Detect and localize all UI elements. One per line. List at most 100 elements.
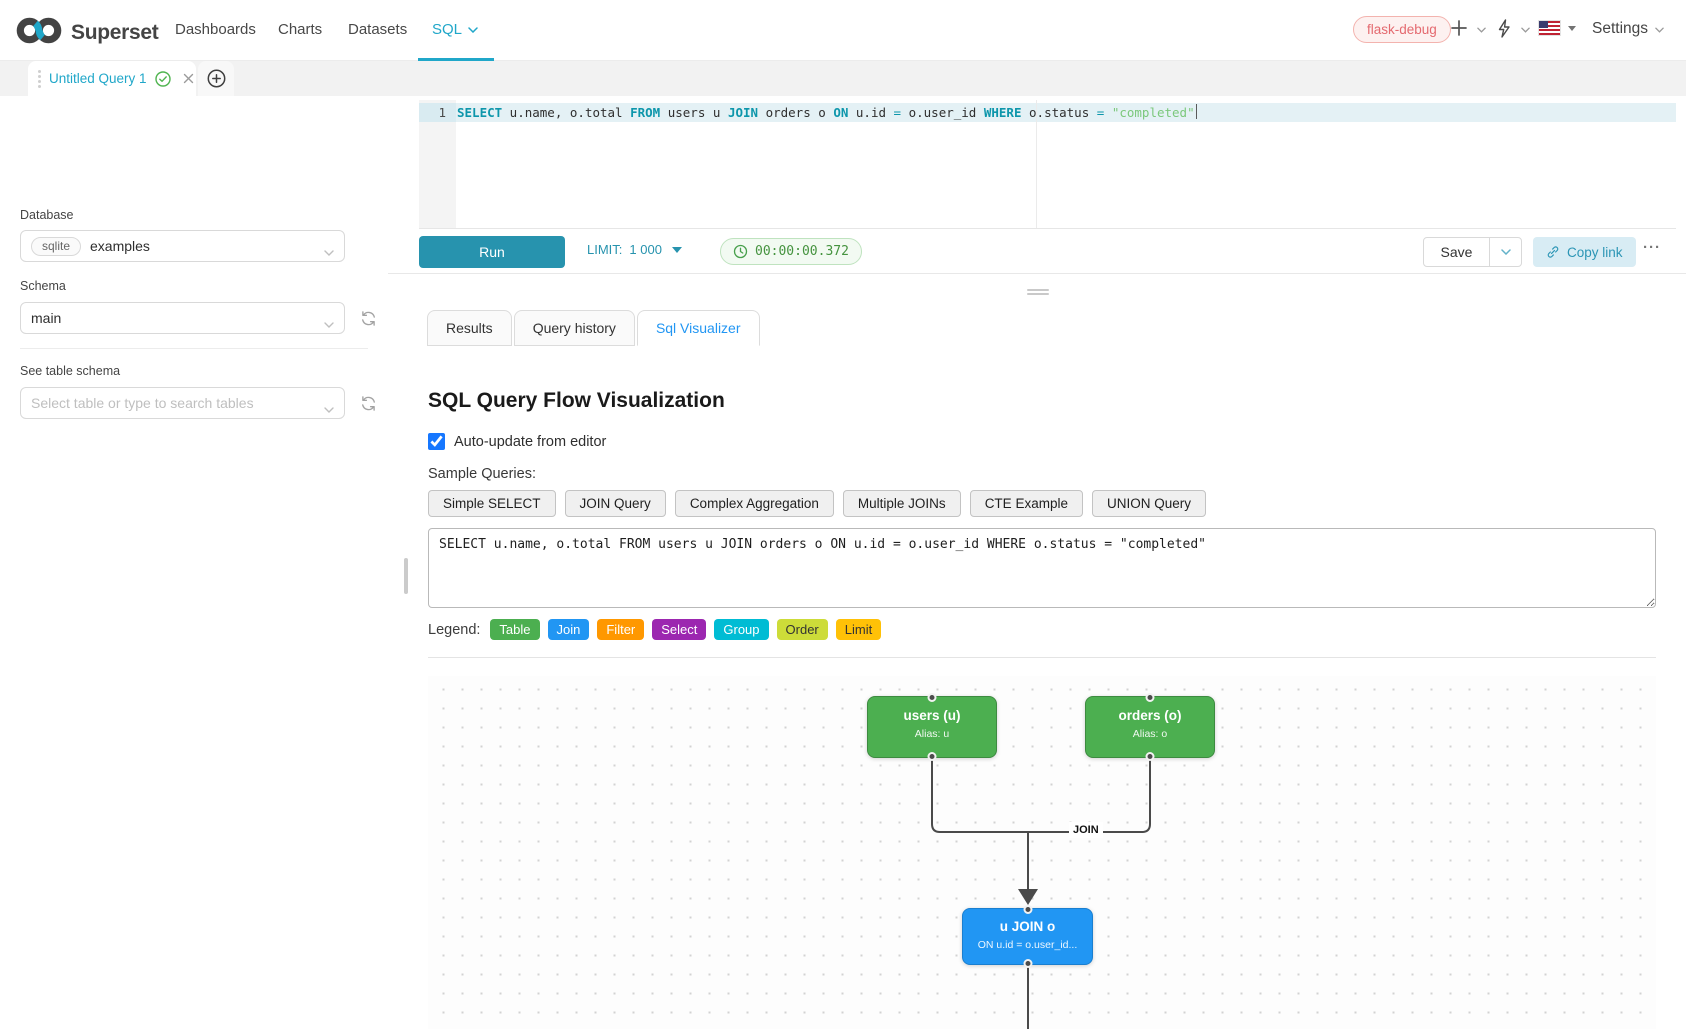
legend-chip-join: Join — [548, 619, 590, 640]
nav-item-sql[interactable]: SQL — [432, 21, 478, 38]
sample-query-button[interactable]: CTE Example — [970, 490, 1083, 517]
limit-label: LIMIT: — [587, 242, 622, 257]
database-label: Database — [20, 208, 74, 222]
tab-results[interactable]: Results — [427, 310, 512, 346]
database-select[interactable]: sqlite examples — [20, 230, 345, 262]
sample-query-button[interactable]: Multiple JOINs — [843, 490, 961, 517]
sample-query-button[interactable]: UNION Query — [1092, 490, 1206, 517]
superset-brand[interactable]: Superset — [16, 16, 158, 50]
legend-label: Legend: — [428, 622, 480, 638]
schema-value: main — [31, 310, 61, 326]
refresh-tables-icon[interactable] — [360, 395, 377, 412]
sample-query-button[interactable]: Complex Aggregation — [675, 490, 834, 517]
node-handle[interactable] — [1146, 693, 1155, 702]
legend-chip-table: Table — [490, 619, 539, 640]
flow-node-orders[interactable]: orders (o) Alias: o — [1085, 696, 1215, 758]
table-select[interactable]: Select table or type to search tables — [20, 387, 345, 419]
brand-title: Superset — [71, 21, 158, 45]
sample-query-button[interactable]: JOIN Query — [565, 490, 666, 517]
result-tabs: Results Query history Sql Visualizer — [427, 310, 760, 346]
sidebar-resize-handle[interactable] — [404, 558, 408, 594]
lightning-icon[interactable] — [1496, 18, 1512, 39]
database-engine-badge: sqlite — [31, 237, 81, 256]
settings-menu[interactable]: Settings — [1592, 20, 1648, 38]
chevron-down-icon — [324, 243, 334, 259]
sidebar-divider — [20, 348, 368, 349]
query-tab-bar: Untitled Query 1 — [0, 61, 1686, 96]
sample-query-button[interactable]: Simple SELECT — [428, 490, 556, 517]
node-title: u JOIN o — [963, 919, 1092, 934]
refresh-schema-icon[interactable] — [360, 310, 377, 327]
node-handle[interactable] — [1146, 752, 1155, 761]
editor-gutter: 1 — [419, 100, 456, 228]
chevron-down-icon — [324, 400, 334, 416]
table-schema-label: See table schema — [20, 364, 120, 378]
chevron-down-icon — [324, 315, 334, 331]
auto-update-label: Auto-update from editor — [454, 434, 606, 450]
schema-select[interactable]: main — [20, 302, 345, 334]
chevron-down-icon[interactable] — [1477, 27, 1486, 33]
text-cursor — [1196, 104, 1197, 119]
table-select-placeholder: Select table or type to search tables — [31, 395, 254, 411]
language-selector[interactable] — [1539, 21, 1576, 35]
tab-sql-visualizer[interactable]: Sql Visualizer — [637, 310, 760, 346]
plus-icon[interactable] — [1450, 19, 1468, 37]
node-title: users (u) — [868, 708, 996, 723]
visualizer-title: SQL Query Flow Visualization — [428, 389, 725, 413]
chevron-down-icon — [468, 27, 478, 33]
content-divider — [428, 657, 1656, 658]
node-handle[interactable] — [1023, 959, 1032, 968]
line-number: 1 — [419, 103, 456, 122]
save-button[interactable]: Save — [1423, 237, 1490, 267]
sql-editor[interactable]: 1 SELECT u.name, o.total FROM users u JO… — [419, 100, 1676, 229]
node-subtitle: ON u.id = o.user_id... — [963, 939, 1092, 951]
node-handle[interactable] — [1023, 905, 1032, 914]
legend-chip-select: Select — [652, 619, 706, 640]
query-timer: 00:00:00.372 — [720, 238, 862, 265]
query-tab-active[interactable]: Untitled Query 1 — [28, 61, 196, 96]
legend-chip-limit: Limit — [836, 619, 881, 640]
editor-toolbar: Run LIMIT: 1 000 00:00:00.372 Save Copy … — [419, 229, 1676, 273]
check-circle-icon — [155, 71, 171, 87]
legend-row: Legend: Table Join Filter Select Group O… — [428, 619, 881, 640]
caret-down-icon — [672, 247, 682, 253]
copy-link-label: Copy link — [1567, 245, 1623, 260]
nav-item-charts[interactable]: Charts — [278, 21, 322, 38]
node-handle[interactable] — [928, 752, 937, 761]
environment-tag: flask-debug — [1353, 16, 1451, 43]
schema-label: Schema — [20, 279, 66, 293]
panel-resize-handle[interactable] — [1027, 287, 1049, 297]
legend-chip-filter: Filter — [597, 619, 644, 640]
save-dropdown-caret[interactable] — [1489, 237, 1522, 267]
node-subtitle: Alias: o — [1086, 728, 1214, 740]
limit-dropdown[interactable]: LIMIT: 1 000 — [587, 242, 682, 257]
link-icon — [1546, 245, 1560, 259]
flow-node-users[interactable]: users (u) Alias: u — [867, 696, 997, 758]
new-query-tab-button[interactable] — [198, 61, 234, 96]
copy-link-button[interactable]: Copy link — [1533, 237, 1636, 267]
run-button[interactable]: Run — [419, 236, 565, 268]
sql-input[interactable]: SELECT u.name, o.total FROM users u JOIN… — [428, 528, 1656, 608]
chevron-down-icon — [1655, 27, 1664, 33]
toolbar-divider — [388, 273, 1686, 274]
nav-item-datasets[interactable]: Datasets — [348, 21, 407, 38]
chevron-down-icon[interactable] — [1521, 27, 1530, 33]
clock-icon — [733, 244, 748, 259]
sqllab-sidebar: Database sqlite examples Schema main See… — [0, 96, 385, 1034]
timer-value: 00:00:00.372 — [755, 244, 849, 259]
flow-node-join[interactable]: u JOIN o ON u.id = o.user_id... — [962, 908, 1093, 965]
us-flag-icon — [1539, 21, 1560, 35]
auto-update-checkbox[interactable] — [428, 433, 445, 450]
drag-handle-icon[interactable] — [38, 70, 41, 88]
close-icon[interactable] — [183, 73, 194, 84]
flow-canvas[interactable]: JOIN users (u) Alias: u orders (o) Alias… — [428, 676, 1656, 1029]
nav-item-dashboards[interactable]: Dashboards — [175, 21, 256, 38]
navbar: Superset Dashboards Charts Datasets SQL … — [0, 0, 1686, 61]
join-edge-label: JOIN — [1069, 822, 1103, 838]
sample-queries-row: Simple SELECT JOIN Query Complex Aggrega… — [428, 490, 1206, 517]
query-tab-title: Untitled Query 1 — [49, 71, 147, 86]
more-options-button[interactable]: ··· — [1643, 239, 1661, 256]
tab-query-history[interactable]: Query history — [514, 310, 635, 346]
node-handle[interactable] — [928, 693, 937, 702]
flow-edges — [428, 676, 1656, 1029]
